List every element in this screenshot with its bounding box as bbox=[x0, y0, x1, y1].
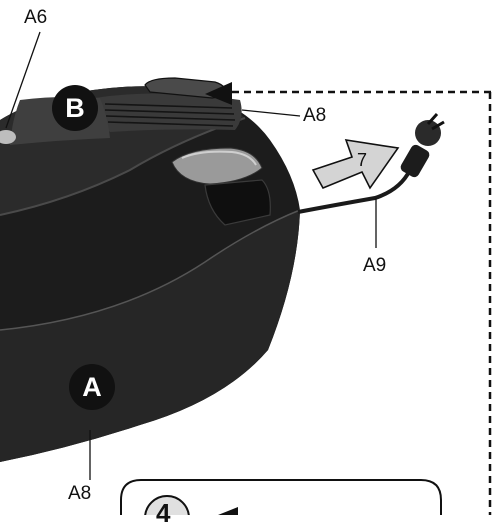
direction-triangle bbox=[205, 82, 232, 105]
arrow-step-label: 7 bbox=[357, 150, 368, 170]
next-step-pointer bbox=[218, 507, 238, 515]
release-button bbox=[171, 147, 263, 185]
leader-a8-top bbox=[241, 109, 301, 117]
lid-edge bbox=[0, 117, 246, 216]
callout-a8-top: A8 bbox=[303, 105, 327, 126]
cord-compartment bbox=[204, 179, 271, 226]
power-button bbox=[0, 130, 16, 144]
vent-slots bbox=[104, 103, 236, 127]
release-button-highlight bbox=[181, 150, 257, 166]
callout-a9: A9 bbox=[363, 255, 387, 276]
next-step-number: 4 bbox=[156, 498, 171, 528]
leader-a6 bbox=[5, 31, 41, 129]
vacuum-illustration bbox=[0, 31, 493, 515]
next-step-circle bbox=[144, 495, 190, 515]
plug bbox=[400, 112, 445, 178]
pull-arrow bbox=[311, 139, 400, 190]
callout-a8-bottom: A8 bbox=[68, 483, 92, 504]
callout-a6: A6 bbox=[24, 7, 48, 28]
panel-seam bbox=[0, 209, 301, 331]
badge-a: A bbox=[69, 364, 115, 410]
power-cord bbox=[297, 169, 412, 214]
next-step-frame bbox=[120, 479, 442, 515]
badge-b: B bbox=[52, 85, 98, 131]
